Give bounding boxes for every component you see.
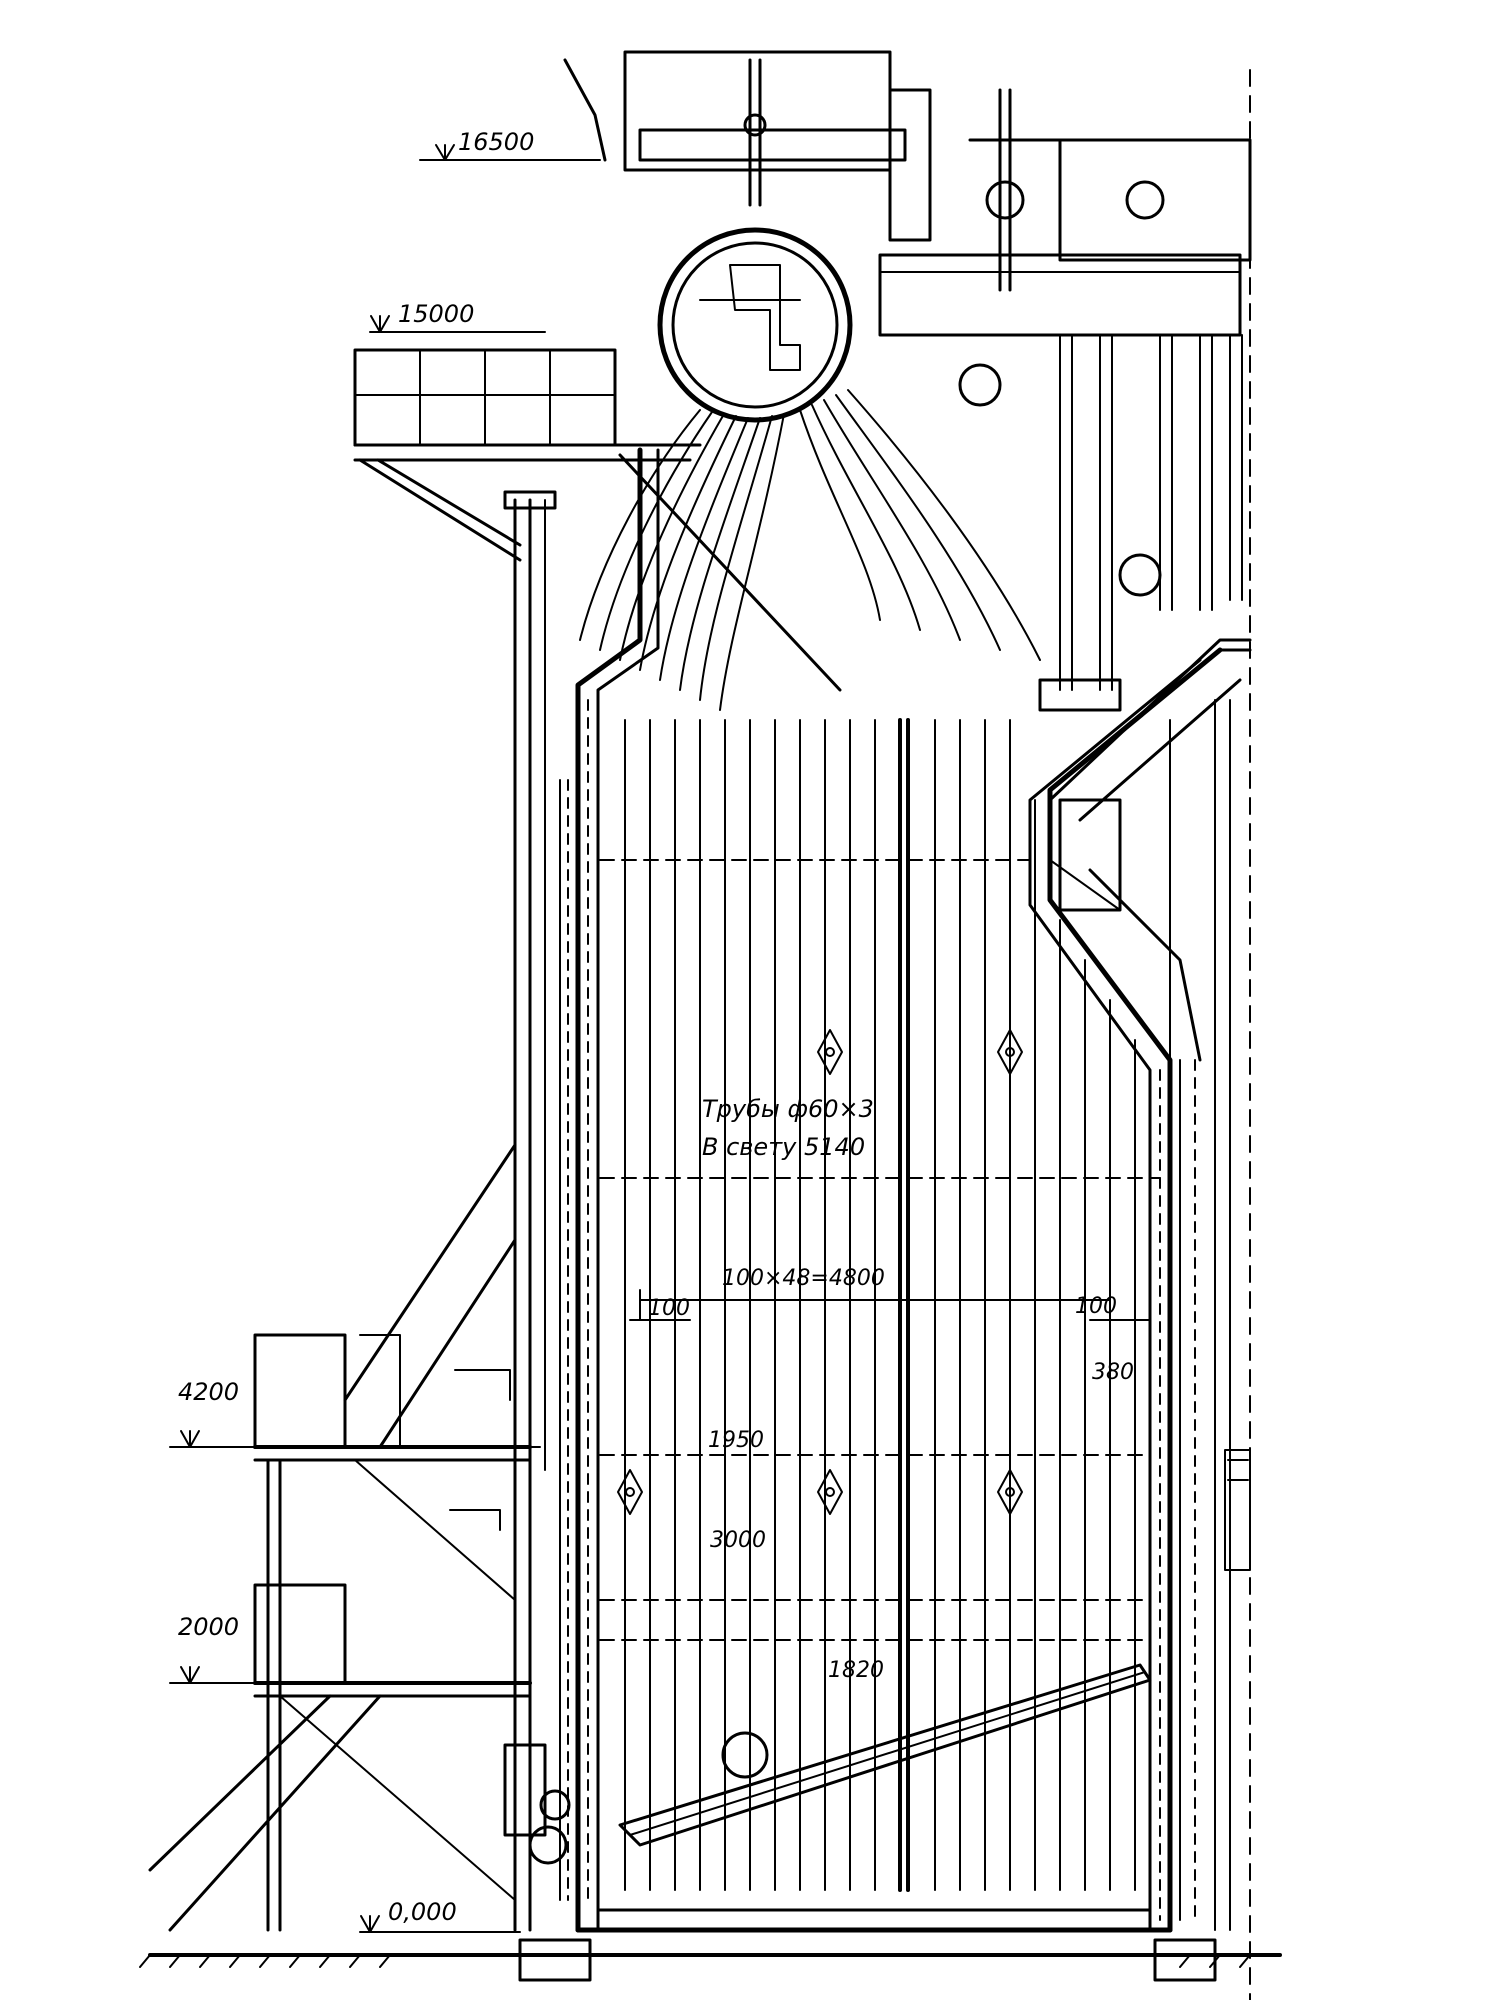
elevation-0: 0,000 xyxy=(388,1898,457,1926)
furnace-door xyxy=(1049,798,1122,912)
furnace-screen-tubes xyxy=(624,718,1136,1892)
elevation-marks xyxy=(180,144,455,1933)
elevation-15000: 15000 xyxy=(398,300,475,328)
elevation-16500: 16500 xyxy=(458,128,535,156)
ground-line xyxy=(139,1953,1282,1968)
upper-platform xyxy=(353,348,702,562)
headers-downcomers xyxy=(878,253,1243,712)
dimension-3000: 3000 xyxy=(710,1528,766,1553)
tubes-annotation-line1: Трубы ф60×3 xyxy=(702,1095,874,1123)
elevation-lines xyxy=(169,159,601,1933)
tubes-annotation-line2: В свету 5140 xyxy=(702,1133,866,1161)
pitch-dimension xyxy=(629,1289,1151,1321)
left-columns xyxy=(503,490,557,1932)
hopper-slope xyxy=(618,1663,1152,1847)
elevation-2000: 2000 xyxy=(178,1613,240,1641)
elevation-4200: 4200 xyxy=(178,1378,240,1406)
right-side-equipment xyxy=(1224,1449,1251,1571)
dimension-1820: 1820 xyxy=(828,1658,884,1683)
stair-platforms xyxy=(148,1143,532,1932)
brick-lining-left xyxy=(559,699,589,1901)
steam-drum xyxy=(657,227,853,423)
pitch-annotation: 100×48=4800 xyxy=(722,1266,885,1291)
gas-duct xyxy=(1048,638,1252,1931)
dimension-1950: 1950 xyxy=(708,1428,764,1453)
riser-tubes xyxy=(579,389,1041,711)
tube-spacers xyxy=(599,859,1161,1641)
feeder-equipment xyxy=(449,1369,1217,1982)
dimension-100-right: 100 xyxy=(1075,1294,1117,1319)
brick-lining-right xyxy=(1159,1059,1196,1921)
dimension-100-left: 100 xyxy=(648,1296,690,1321)
spacer-diamonds xyxy=(617,1029,1023,1515)
top-structure xyxy=(563,50,1252,2000)
furnace-casing xyxy=(575,447,1252,1933)
dimension-380: 380 xyxy=(1092,1360,1134,1385)
